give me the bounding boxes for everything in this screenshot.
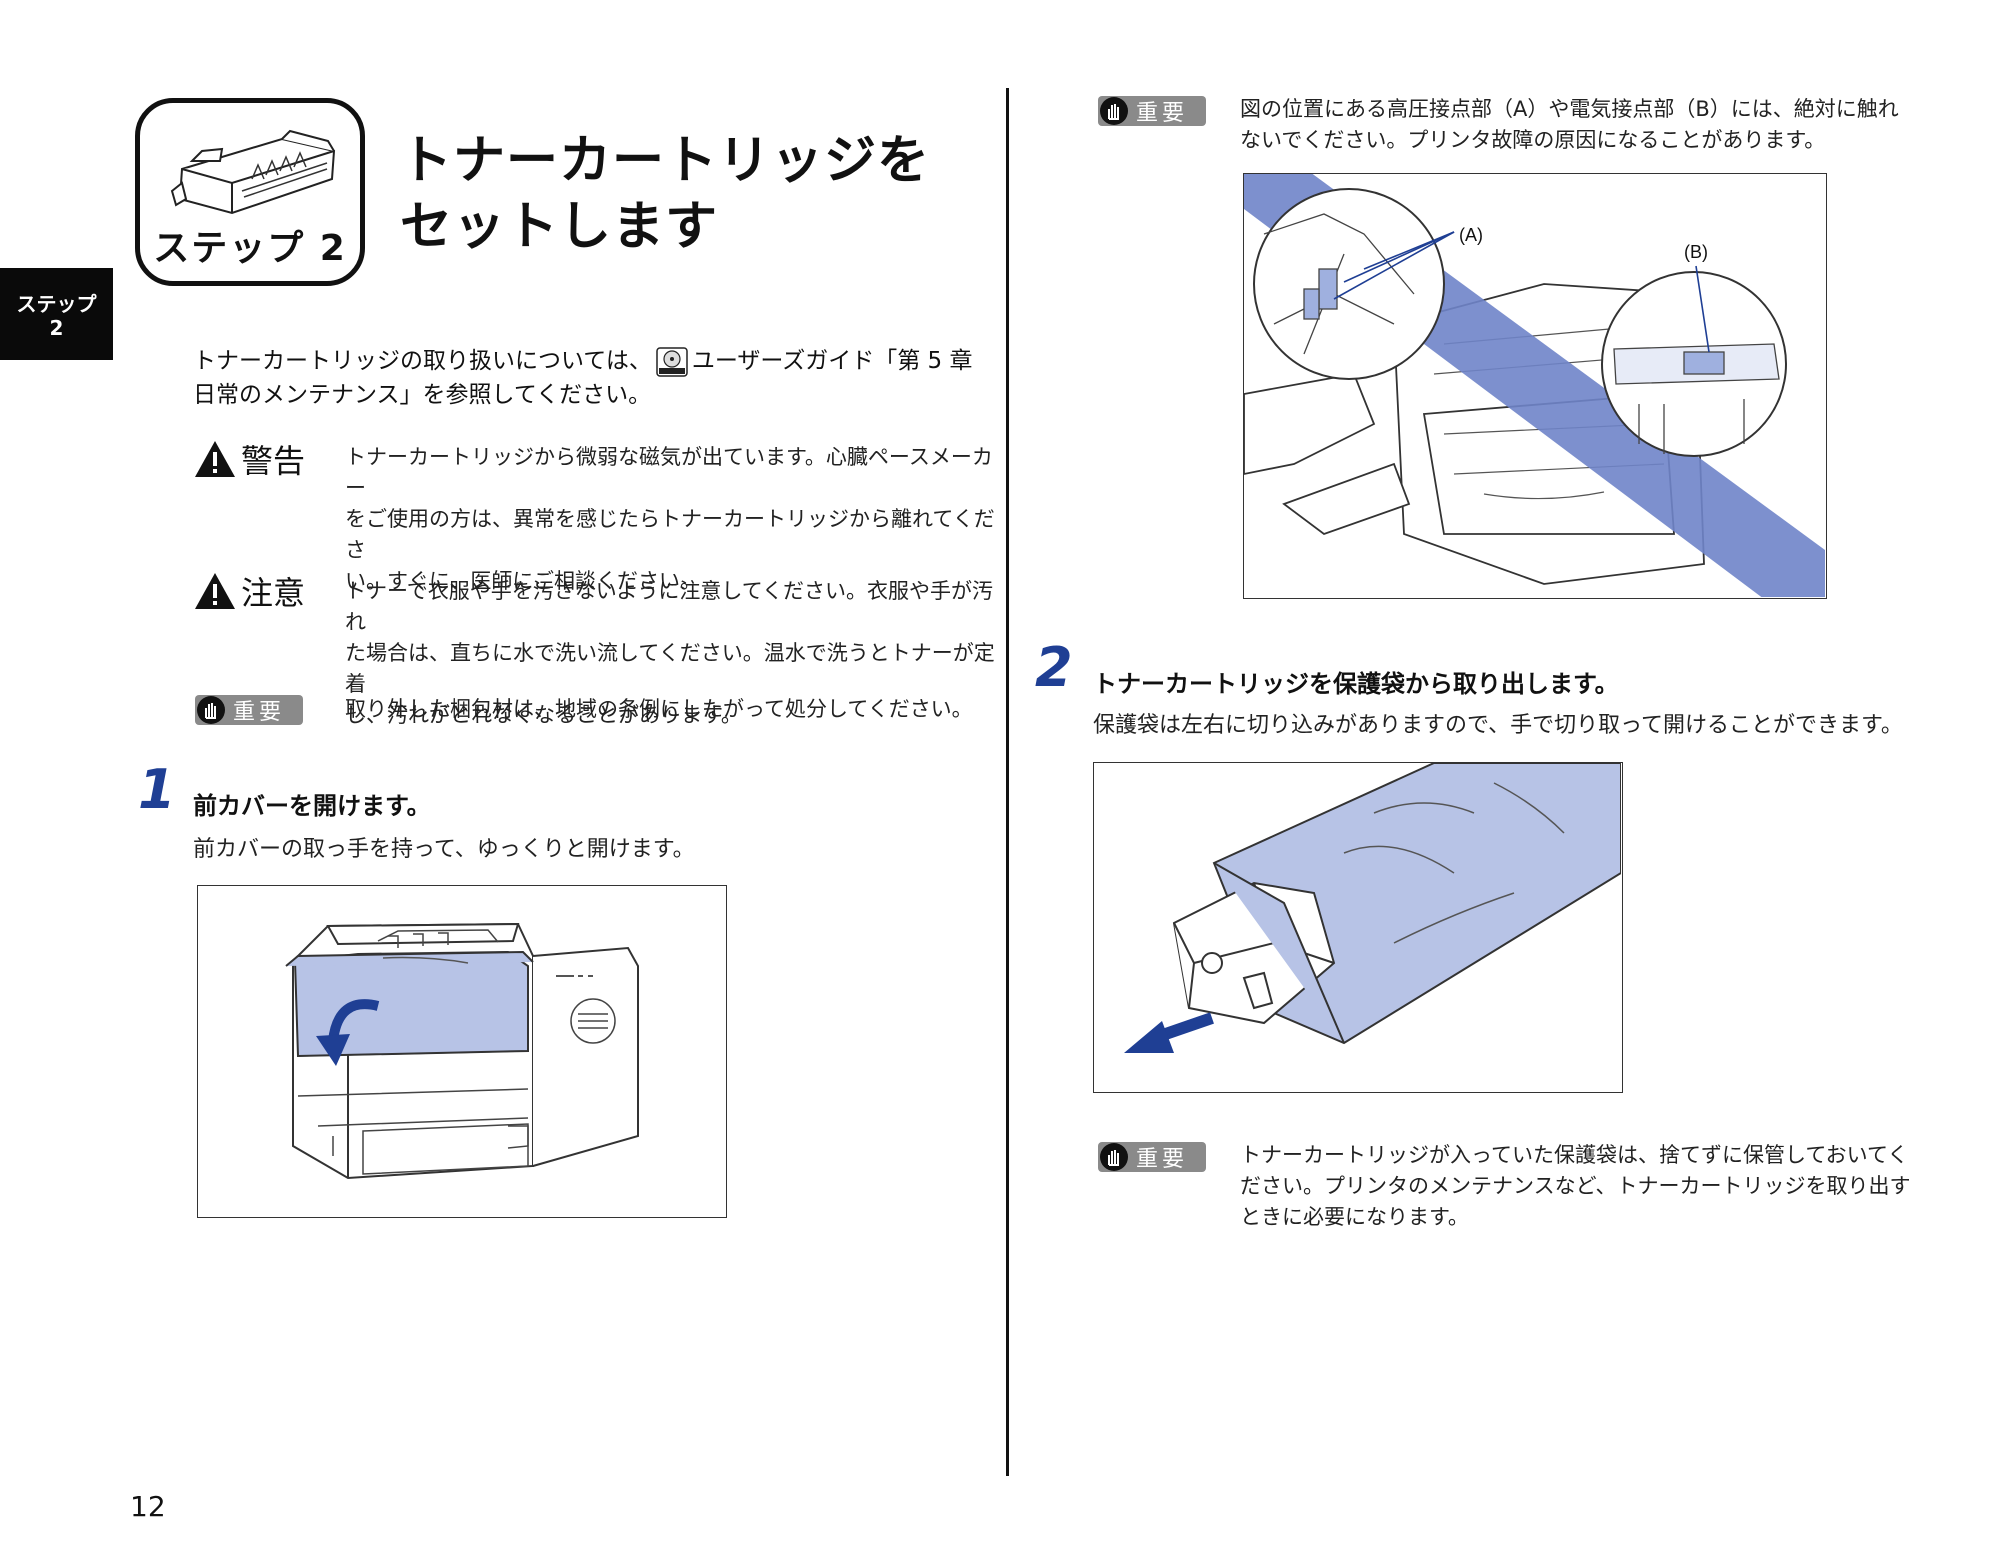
caution-line: し、汚れがとれなくなることがあります。 (345, 703, 742, 727)
intro-text-part1: トナーカートリッジの取り扱いについては、 (193, 348, 652, 374)
step-2-body: 保護袋は左右に切り込みがありますので、手で切り取って開けることができます。 (1093, 713, 1903, 738)
important-line: トナーカートリッジが入っていた保護袋は、捨てずに保管しておいてく (1240, 1143, 1909, 1167)
warning-label: 警告 (193, 436, 305, 482)
label-b: (B) (1684, 242, 1708, 262)
page-title: トナーカートリッジを セットします (400, 128, 930, 260)
caution-triangle-icon (195, 573, 235, 609)
side-tab-label: ステップ (16, 292, 97, 316)
side-tab[interactable]: ステップ 2 (0, 268, 113, 360)
page-number: 12 (130, 1490, 166, 1523)
arrow-curved-down (328, 999, 380, 1042)
important-badge-label: 重要 (1136, 1147, 1189, 1172)
important-badge-label: 重要 (1136, 101, 1189, 126)
warning-line: い。すぐに、医師にご相談ください。 (345, 569, 701, 593)
figure-open-front-cover (197, 885, 727, 1218)
step-number-1: 1 (138, 758, 176, 821)
hand-stop-icon (1100, 1143, 1128, 1171)
important-line: ないでください。プリンタ故障の原因になることがあります。 (1240, 128, 1826, 152)
cd-rom-icon[interactable] (656, 346, 688, 377)
toner-cartridge-icon (170, 129, 336, 215)
column-divider (1006, 88, 1009, 1476)
important-text-3: トナーカートリッジが入っていた保護袋は、捨てずに保管しておいてく ださい。プリン… (1240, 1140, 1940, 1233)
important-badge: 重要 (1098, 1142, 1206, 1172)
important-line: 図の位置にある高圧接点部（A）や電気接点部（B）には、絶対に触れ (1240, 97, 1899, 121)
page-title-line1: トナーカートリッジを (400, 131, 931, 191)
step-1-body: 前カバーの取っ手を持って、ゆっくりと開けます。 (193, 837, 695, 862)
important-text-2: 図の位置にある高圧接点部（A）や電気接点部（B）には、絶対に触れ ないでください… (1240, 94, 1940, 156)
warning-line: トナーカートリッジから微弱な磁気が出ています。心臓ペースメーカー (345, 445, 993, 500)
step-2-heading: トナーカートリッジを保護袋から取り出します。 (1093, 670, 1619, 698)
important-badge: 重要 (195, 695, 303, 725)
side-tab-number: 2 (49, 316, 64, 340)
intro-text: トナーカートリッジの取り扱いについては、 ユーザーズガイド「第 5 章 日常のメ… (193, 344, 973, 412)
label-a: (A) (1459, 225, 1483, 245)
figure-contact-points: (A) (B) (1243, 173, 1827, 599)
caution-line: た場合は、直ちに水で洗い流してください。温水で洗うとトナーが定着 (345, 641, 995, 696)
caution-label: 注意 (193, 568, 305, 614)
important-text-1: 取り外した梱包材は、地域の条例にしたがって処分してください。 (345, 697, 973, 721)
hand-stop-icon (1100, 97, 1128, 125)
important-line: ださい。プリンタのメンテナンスなど、トナーカートリッジを取り出す (1240, 1174, 1911, 1198)
step-badge-label: ステップ 2 (153, 228, 347, 269)
warning-text: トナーカートリッジから微弱な磁気が出ています。心臓ペースメーカー をご使用の方は… (345, 442, 995, 597)
step-number-2: 2 (1035, 636, 1073, 699)
page-title-line2: セットします (400, 197, 719, 257)
step-badge: ステップ 2 (135, 98, 365, 286)
important-line: ときに必要になります。 (1240, 1205, 1469, 1229)
hand-stop-icon (197, 696, 225, 724)
warning-triangle-icon (195, 441, 235, 477)
figure-remove-bag (1093, 762, 1623, 1093)
caution-word: 注意 (241, 574, 306, 612)
warning-word: 警告 (241, 442, 306, 480)
warning-line: をご使用の方は、異常を感じたらトナーカートリッジから離れてくださ (345, 507, 995, 562)
important-badge-label: 重要 (233, 700, 286, 725)
caution-line: トナーで衣服や手を汚さないように注意してください。衣服や手が汚れ (345, 579, 994, 634)
caution-text: トナーで衣服や手を汚さないように注意してください。衣服や手が汚れ た場合は、直ち… (345, 576, 995, 731)
intro-text-line2: 日常のメンテナンス」を参照してください。 (193, 382, 652, 408)
step-1-heading: 前カバーを開けます。 (193, 792, 431, 820)
intro-text-part2: ユーザーズガイド「第 5 章 (691, 348, 973, 374)
important-badge: 重要 (1098, 96, 1206, 126)
